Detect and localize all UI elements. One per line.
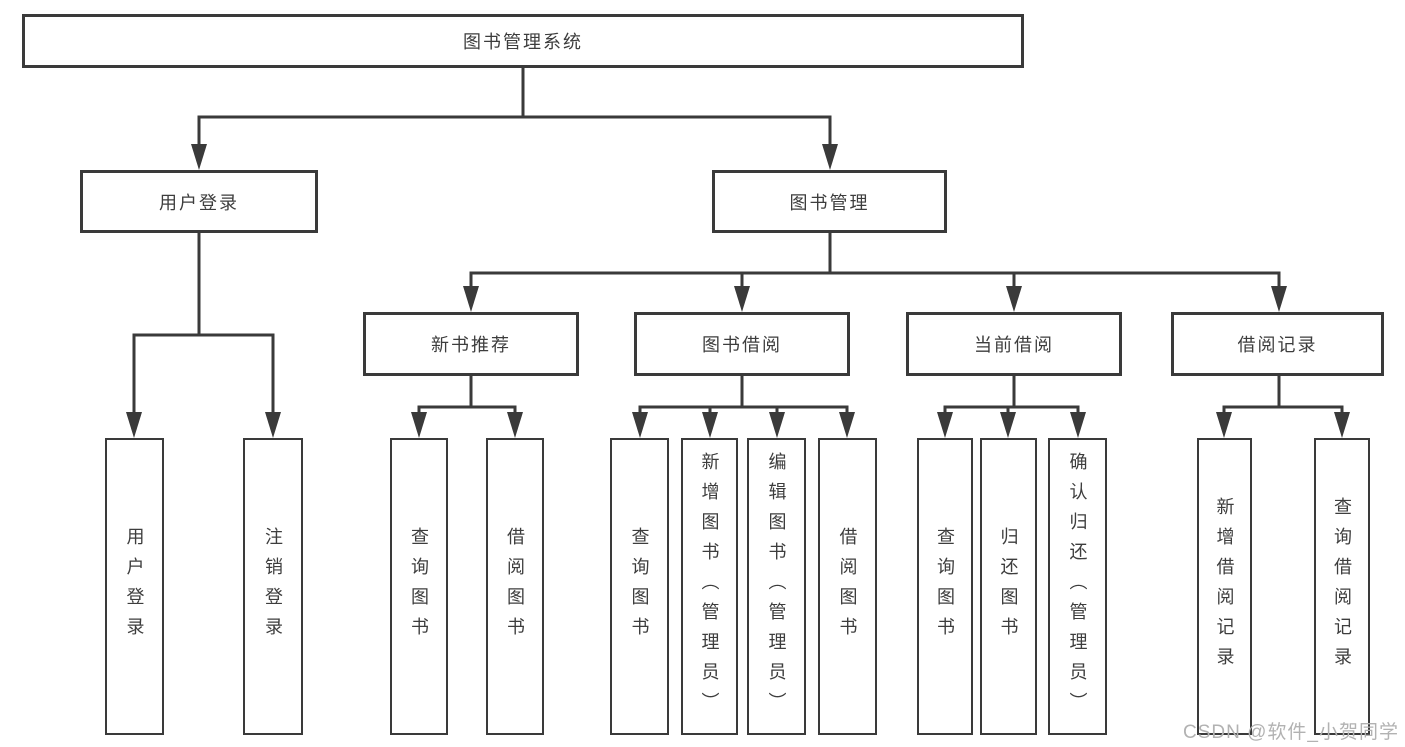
connector-new-book-recommend-children [417,376,517,412]
leaf-edit-book-admin: 编辑图书（管理员） [747,438,806,735]
leaf-logout: 注销登录 [243,438,303,735]
leaf-add-book-admin: 新增图书（管理员） [681,438,738,735]
leaf-borrow-book: 借阅图书 [818,438,877,735]
leaf-add-borrow-record: 新增借阅记录 [1197,438,1252,735]
connector-book-management-children [469,233,1281,286]
leaf-confirm-return-admin: 确认归还（管理员） [1048,438,1107,735]
csdn-watermark: CSDN @软件_小贺同学 [1183,722,1399,743]
leaf-current-query-book: 查询图书 [917,438,973,735]
connector-book-borrow-children [638,376,849,412]
leaf-recommend-borrow-book: 借阅图书 [486,438,544,735]
leaf-user-login: 用户登录 [105,438,164,735]
node-book-borrow: 图书借阅 [634,312,850,376]
node-root: 图书管理系统 [22,14,1024,68]
connector-borrow-record-children [1222,376,1344,412]
leaf-return-book: 归还图书 [980,438,1037,735]
node-current-borrow: 当前借阅 [906,312,1122,376]
node-book-management: 图书管理 [712,170,947,233]
node-new-book-recommend: 新书推荐 [363,312,579,376]
node-borrow-record: 借阅记录 [1171,312,1384,376]
leaf-borrow-query-book: 查询图书 [610,438,669,735]
connector-current-borrow-children [943,376,1080,412]
node-user-login: 用户登录 [80,170,318,233]
leaf-recommend-query-book: 查询图书 [390,438,448,735]
connector-root-to-level2 [197,68,832,144]
connector-user-login-children [132,232,275,412]
leaf-query-borrow-record: 查询借阅记录 [1314,438,1370,735]
